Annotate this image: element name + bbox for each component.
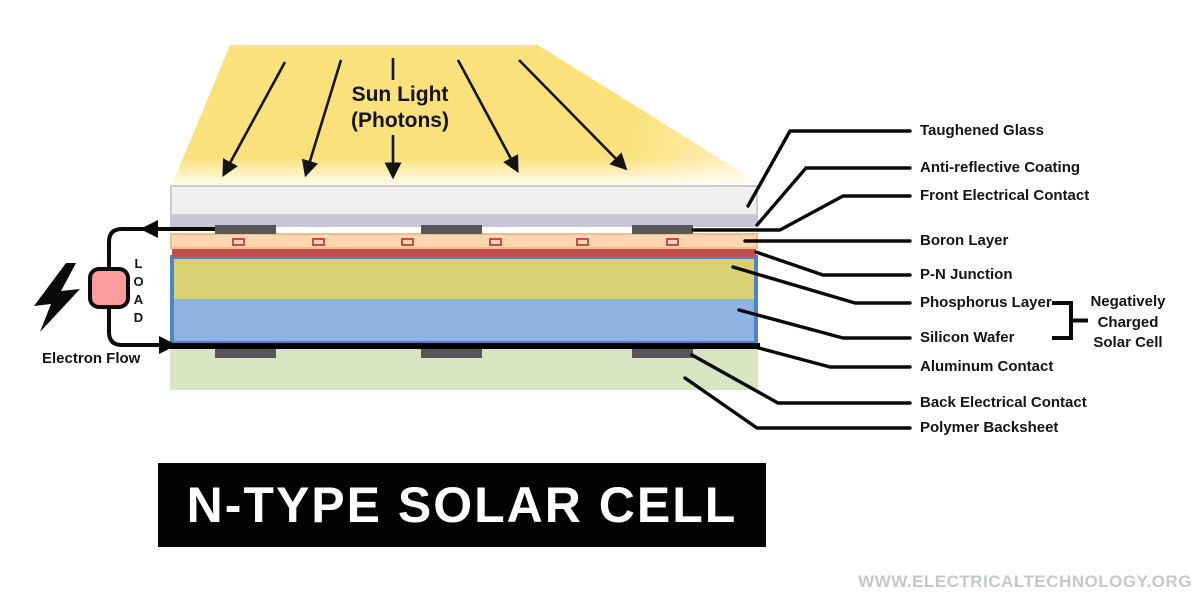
leader-silicon-wafer xyxy=(737,308,912,340)
anti-reflective-coating-layer xyxy=(170,216,758,227)
label-front-contact: Front Electrical Contact xyxy=(920,187,1090,204)
sun-light-line2: (Photons) xyxy=(351,109,449,132)
electron-arrow-left-icon xyxy=(140,220,158,238)
circuit-wire-bottom xyxy=(107,309,164,347)
label-tempered-glass: Taughened Glass xyxy=(920,122,1044,139)
leader-front-contact xyxy=(691,194,912,232)
load-box xyxy=(88,267,130,309)
boron-pad xyxy=(576,238,589,246)
boron-pad xyxy=(666,238,679,246)
negative-charge-label: Negatively Charged Solar Cell xyxy=(1076,292,1180,354)
leader-pn-junction xyxy=(754,250,912,277)
boron-pad xyxy=(401,238,414,246)
front-contact xyxy=(632,225,693,234)
electron-flow-label: Electron Flow xyxy=(42,350,141,367)
leader-polymer-backsheet xyxy=(683,376,912,430)
sun-ray-icon xyxy=(456,59,519,173)
front-contact xyxy=(421,225,482,234)
phosphorus-region xyxy=(174,259,754,299)
leader-tempered-glass xyxy=(746,129,912,208)
label-boron: Boron Layer xyxy=(920,232,1009,249)
electron-arrow-right-icon xyxy=(159,336,177,354)
sun-rays xyxy=(222,58,628,180)
negative-charge-line1: Negatively xyxy=(1090,293,1166,310)
aluminum-contact xyxy=(632,349,693,358)
leader-phosphorus xyxy=(731,265,912,305)
label-polymer-backsheet: Polymer Backsheet xyxy=(920,419,1059,436)
title-banner: N-TYPE SOLAR CELL xyxy=(158,463,766,547)
circuit-wire-top xyxy=(107,227,215,267)
sun-ray-icon xyxy=(301,59,343,178)
negative-charge-bracket xyxy=(1052,301,1088,340)
negative-charge-line2: Charged xyxy=(1097,313,1159,331)
tempered-glass-layer xyxy=(170,185,758,216)
label-back-contact: Back Electrical Contact xyxy=(920,394,1087,411)
label-phosphorus: Phosphorus Layer xyxy=(920,294,1052,311)
lightning-bolt-icon xyxy=(34,263,80,332)
leader-aluminum-contact xyxy=(753,345,912,369)
label-aluminum-contact: Aluminum Contact xyxy=(920,358,1054,375)
leader-back-contact xyxy=(690,353,912,405)
back-contact-line xyxy=(170,343,760,349)
negative-charge-line3: Solar Cell xyxy=(1093,334,1163,351)
label-silicon-wafer: Silicon Wafer xyxy=(920,329,1015,346)
label-anti-reflective: Anti-reflective Coating xyxy=(920,159,1081,176)
boron-pad xyxy=(312,238,325,246)
aluminum-contact xyxy=(421,349,482,358)
page-title: N-TYPE SOLAR CELL xyxy=(186,477,738,533)
leader-anti-reflective xyxy=(755,166,912,227)
sun-ray-icon xyxy=(518,59,628,171)
watermark: WWW.ELECTRICALTECHNOLOGY.ORG xyxy=(858,572,1192,591)
front-contact xyxy=(215,225,276,234)
silicon-region xyxy=(174,299,754,341)
label-pn-junction: P-N Junction xyxy=(920,266,1013,283)
load-label: LOAD xyxy=(131,256,146,328)
boron-pad xyxy=(232,238,245,246)
pn-junction-layer xyxy=(172,249,756,257)
sun-light-label: Sun Light (Photons) xyxy=(325,82,475,134)
sun-ray-icon xyxy=(222,61,287,177)
boron-pad xyxy=(489,238,502,246)
aluminum-contact xyxy=(215,349,276,358)
sun-light-line1: Sun Light xyxy=(351,83,449,106)
